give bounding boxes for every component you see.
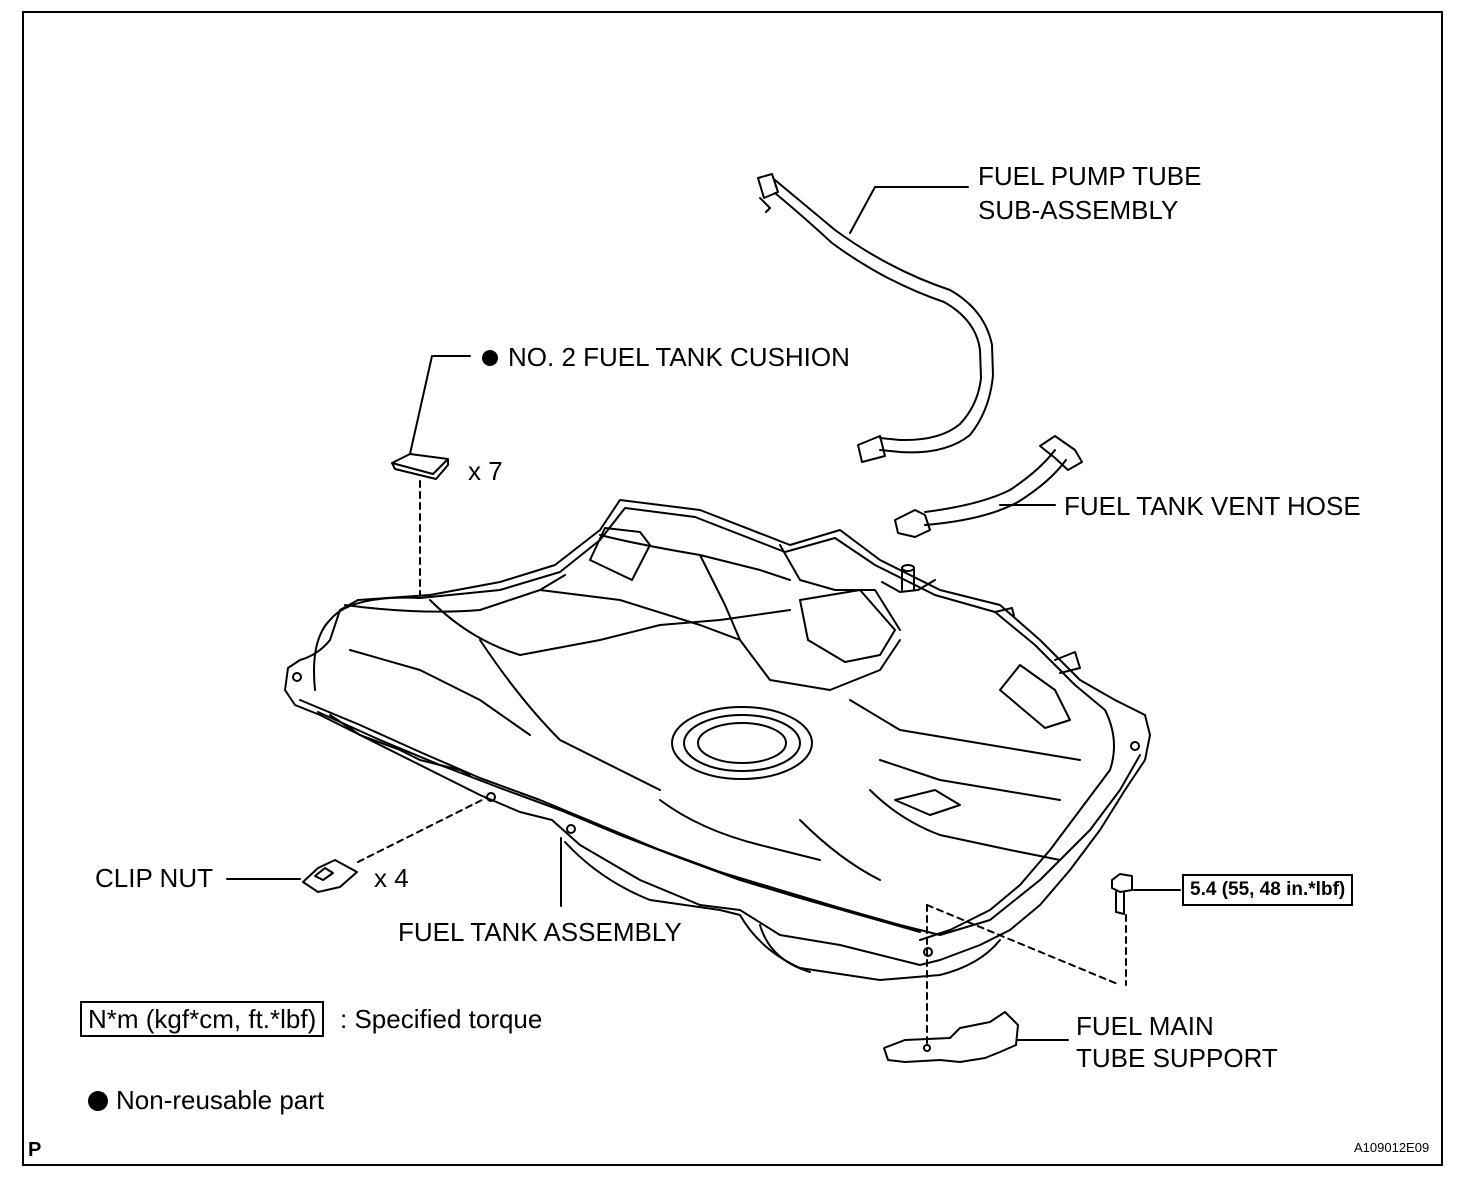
non-reusable-legend: Non-reusable part <box>88 1084 324 1116</box>
diagram-frame <box>22 11 1443 1166</box>
torque-value-box: 5.4 (55, 48 in.*lbf) <box>1182 874 1354 906</box>
non-reusable-dot-icon <box>482 350 498 366</box>
fuel-tank-assembly-drawing <box>284 499 1151 981</box>
fuel-pump-tube-label-line1: FUEL PUMP TUBE <box>978 161 1202 191</box>
cushion-label: NO. 2 FUEL TANK CUSHION <box>482 341 850 373</box>
main-tube-support-label-line2: TUBE SUPPORT <box>1076 1043 1278 1073</box>
cushion-quantity: x 7 <box>468 456 503 486</box>
figure-code: A109012E09 <box>1354 1140 1430 1155</box>
main-tube-support-label-line1: FUEL MAIN <box>1076 1011 1214 1041</box>
corner-letter: P <box>28 1139 42 1161</box>
clip-nut-drawing <box>302 859 358 893</box>
clip-nut-label: CLIP NUT <box>95 863 213 893</box>
fuel-pump-tube-label-line2: SUB-ASSEMBLY <box>978 195 1179 225</box>
cushion-label-text: NO. 2 FUEL TANK CUSHION <box>508 342 850 372</box>
fuel-pump-tube-drawing <box>757 173 994 463</box>
alignment-lines <box>357 480 1127 1046</box>
fuel-tank-cushion-drawing <box>391 453 449 480</box>
non-reusable-dot-icon <box>88 1091 108 1111</box>
vent-hose-label: FUEL TANK VENT HOSE <box>1064 491 1361 521</box>
fuel-main-tube-support-drawing <box>883 1011 1019 1063</box>
non-reusable-legend-text: Non-reusable part <box>116 1085 325 1115</box>
torque-units-legend-box: N*m (kgf*cm, ft.*lbf) <box>80 1001 325 1037</box>
clip-nut-quantity: x 4 <box>374 863 409 893</box>
torque-legend-description: : Specified torque <box>340 1004 543 1034</box>
fuel-tank-assembly-label: FUEL TANK ASSEMBLY <box>398 917 682 947</box>
leader-lines <box>226 186 1181 1041</box>
fuel-tank-vent-hose-drawing <box>894 435 1083 538</box>
bolt-drawing <box>1111 873 1133 915</box>
